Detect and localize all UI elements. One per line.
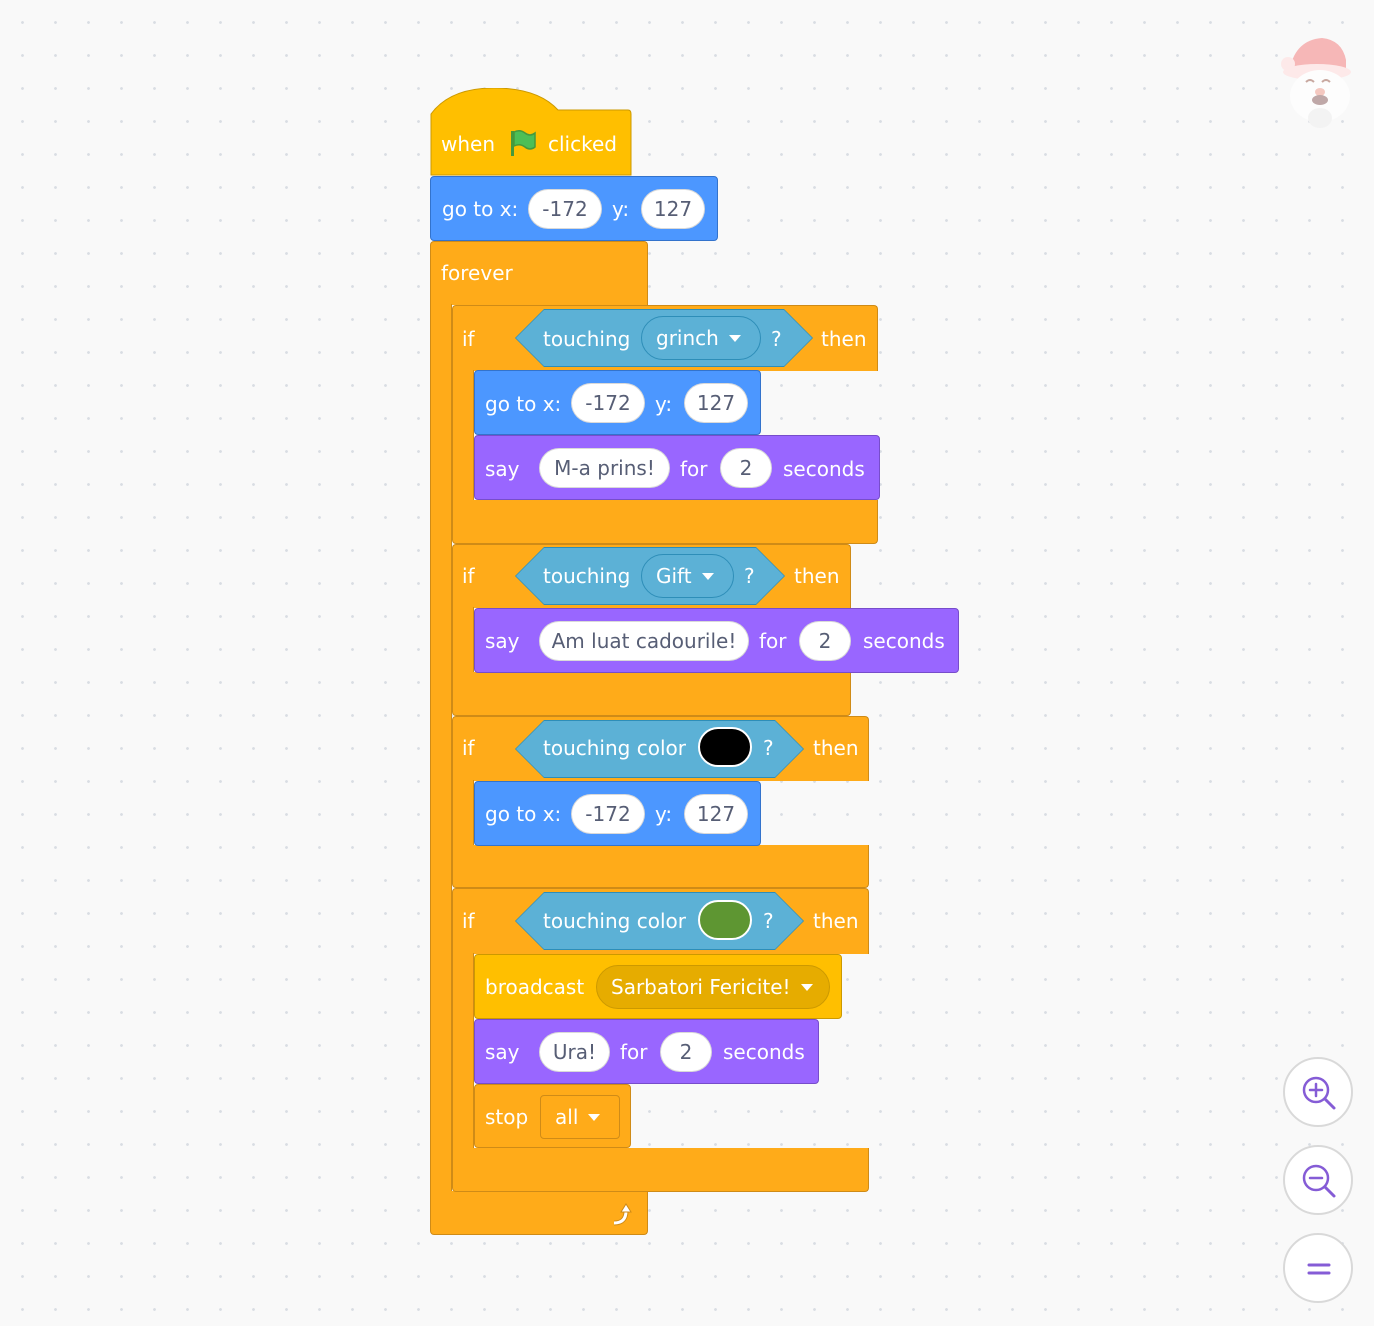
seconds-label: seconds: [863, 629, 945, 653]
seconds-label: seconds: [783, 457, 865, 481]
dropdown-value: Sarbatori Fericite!: [611, 975, 791, 999]
if-label: if: [462, 909, 475, 933]
if-label: if: [462, 327, 475, 351]
say-for-secs-block-1[interactable]: say M-a prins! for 2 seconds: [474, 435, 880, 500]
secs-input[interactable]: 2: [799, 621, 851, 661]
say-label: say: [485, 457, 520, 481]
zoom-reset-icon: [1307, 1263, 1331, 1275]
when-flag-clicked-block[interactable]: when clicked: [430, 88, 632, 176]
touching-target-dropdown[interactable]: grinch: [641, 316, 761, 360]
then-label: then: [813, 909, 859, 933]
when-label: when: [441, 132, 496, 156]
stop-option-dropdown[interactable]: all: [540, 1095, 620, 1139]
touching-color-label: touching color: [543, 909, 686, 933]
y-label: y:: [655, 392, 673, 416]
touching-color-sensor[interactable]: [516, 893, 803, 949]
for-label: for: [680, 457, 708, 481]
say-for-secs-block-2[interactable]: say Am luat cadourile! for 2 seconds: [474, 608, 959, 673]
stop-label: stop: [485, 1105, 529, 1129]
if-label: if: [462, 564, 475, 588]
chevron-down-icon: [701, 573, 714, 580]
say-label: say: [485, 1040, 520, 1064]
loop-arrow-icon: [608, 1201, 636, 1233]
question-mark: ?: [763, 909, 774, 933]
color-picker-swatch[interactable]: [698, 727, 752, 767]
then-label: then: [794, 564, 840, 588]
zoom-out-icon: [1302, 1164, 1336, 1198]
say-for-secs-block-4[interactable]: say Ura! for 2 seconds: [474, 1019, 819, 1084]
chevron-down-icon: [800, 984, 813, 991]
zoom-reset-button[interactable]: [1283, 1233, 1353, 1303]
go-to-xy-block-1[interactable]: go to x: -172 y: 127: [474, 370, 761, 435]
x-input[interactable]: -172: [571, 383, 645, 423]
chevron-down-icon: [728, 335, 741, 342]
x-input[interactable]: -172: [571, 794, 645, 834]
if-block-2[interactable]: if touching Gift ? then: [452, 544, 851, 716]
for-label: for: [620, 1040, 648, 1064]
zoom-in-icon: [1302, 1076, 1336, 1110]
y-label: y:: [612, 197, 630, 221]
go-to-label: go to x:: [485, 802, 562, 826]
dropdown-value: Gift: [656, 564, 692, 588]
broadcast-block[interactable]: broadcast Sarbatori Fericite!: [474, 954, 842, 1019]
say-text-input[interactable]: Am luat cadourile!: [539, 621, 749, 661]
question-mark: ?: [744, 564, 755, 588]
go-to-label: go to x:: [442, 197, 519, 221]
question-mark: ?: [771, 327, 782, 351]
then-label: then: [813, 736, 859, 760]
x-input[interactable]: -172: [528, 189, 602, 229]
say-text-input[interactable]: Ura!: [539, 1032, 610, 1072]
if-block-4[interactable]: if touching color ? then: [452, 888, 869, 1192]
santa-mascot-icon: [1276, 34, 1358, 130]
touching-label: touching: [543, 327, 631, 351]
forever-label: forever: [441, 261, 513, 285]
zoom-in-button[interactable]: [1283, 1057, 1353, 1127]
stop-block[interactable]: stop all: [474, 1084, 631, 1148]
broadcast-message-dropdown[interactable]: Sarbatori Fericite!: [596, 965, 830, 1009]
say-label: say: [485, 629, 520, 653]
y-label: y:: [655, 802, 673, 826]
y-input[interactable]: 127: [684, 383, 748, 423]
touching-label: touching: [543, 564, 631, 588]
y-input[interactable]: 127: [641, 189, 705, 229]
go-to-xy-block-main[interactable]: go to x: -172 y: 127: [430, 176, 718, 241]
touching-color-label: touching color: [543, 736, 686, 760]
go-to-label: go to x:: [485, 392, 562, 416]
secs-input[interactable]: 2: [660, 1032, 712, 1072]
touching-color-sensor[interactable]: [516, 721, 803, 777]
chevron-down-icon: [588, 1114, 601, 1121]
broadcast-label: broadcast: [485, 975, 585, 999]
seconds-label: seconds: [723, 1040, 805, 1064]
forever-block[interactable]: forever: [430, 241, 648, 1235]
for-label: for: [759, 629, 787, 653]
clicked-label: clicked: [548, 132, 617, 156]
zoom-out-button[interactable]: [1283, 1145, 1353, 1215]
if-block-3[interactable]: if touching color ? then: [452, 716, 869, 888]
question-mark: ?: [763, 736, 774, 760]
green-flag-icon: [508, 128, 538, 162]
touching-target-dropdown[interactable]: Gift: [641, 554, 734, 598]
color-picker-swatch[interactable]: [698, 900, 752, 940]
go-to-xy-block-3[interactable]: go to x: -172 y: 127: [474, 781, 761, 846]
dropdown-value: all: [555, 1105, 579, 1129]
y-input[interactable]: 127: [684, 794, 748, 834]
if-label: if: [462, 736, 475, 760]
secs-input[interactable]: 2: [720, 448, 772, 488]
if-block-1[interactable]: if touching grinch ? then: [452, 305, 878, 544]
say-text-input[interactable]: M-a prins!: [539, 448, 670, 488]
dropdown-value: grinch: [656, 326, 719, 350]
then-label: then: [821, 327, 867, 351]
